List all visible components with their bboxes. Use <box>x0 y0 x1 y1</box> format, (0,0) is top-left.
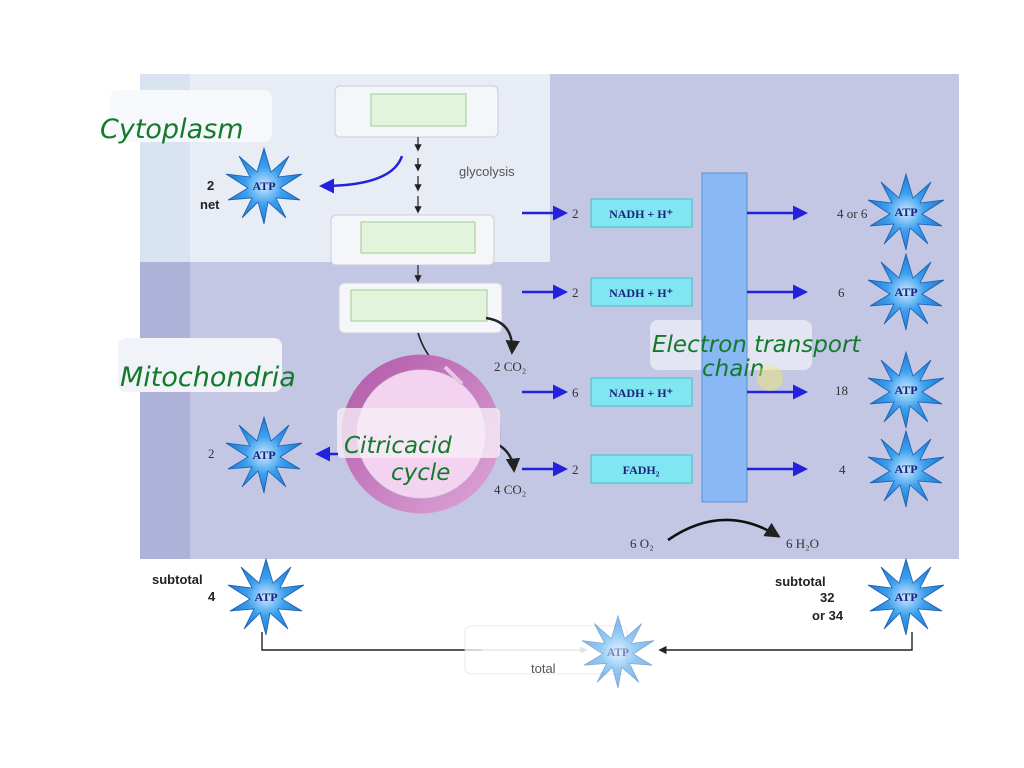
atp-star-row-3: ATP <box>867 351 945 429</box>
cursor-highlight <box>757 365 783 391</box>
atp-star-total: ATP <box>581 615 655 689</box>
net-atp-count: 2 <box>207 178 214 193</box>
atp-text: ATP <box>252 179 275 193</box>
annotation-etc-line1: Electron transport <box>652 332 861 358</box>
glycolysis-label: glycolysis <box>459 164 515 179</box>
carrier-yield: 6 <box>838 285 845 300</box>
carrier-row-3: 6 NADH + H⁺ 18 <box>522 377 848 407</box>
carrier-yield: 4 <box>839 462 846 477</box>
annotation-etc-line2: chain <box>702 356 764 382</box>
atp-text: ATP <box>254 590 277 604</box>
co2-release-arrow-1 <box>485 316 520 355</box>
annotation-citric-acid-line2: cycle <box>391 460 450 486</box>
atp-text: ATP <box>894 205 917 219</box>
pyruvate-box <box>360 221 476 254</box>
annotation-citric-acid-line1: Citricacid <box>344 433 452 459</box>
carrier-count: 2 <box>572 285 579 300</box>
carrier-label: NADH + H⁺ <box>609 386 673 400</box>
mitochondria-label-box <box>118 338 282 392</box>
cycle-molecule-box <box>337 408 500 458</box>
carrier-count: 2 <box>572 462 579 477</box>
atp-star-row-1: ATP <box>867 173 945 251</box>
carrier-box <box>590 377 693 407</box>
carrier-label: FADH₂ <box>623 463 660 477</box>
atp-star-cycle: ATP <box>225 416 303 494</box>
atp-star-row-4: ATP <box>867 430 945 508</box>
cytoplasm-label-box <box>110 90 272 142</box>
glucose-box <box>370 93 467 127</box>
atp-text: ATP <box>894 285 917 299</box>
carrier-box <box>590 277 693 307</box>
carrier-row-2: 2 NADH + H⁺ 6 <box>522 277 845 307</box>
total-label: total <box>531 661 556 676</box>
carrier-label: NADH + H⁺ <box>609 207 673 221</box>
oxygen-input: 6 O₂ <box>630 536 654 551</box>
cycle-atp-count: 2 <box>208 446 215 461</box>
carrier-count: 2 <box>572 206 579 221</box>
carrier-yield: 18 <box>835 383 848 398</box>
electron-transport-chain-bar <box>701 172 748 503</box>
mitochondria-membrane-band <box>140 262 190 559</box>
annotation-cytoplasm: Cytoplasm <box>100 114 244 145</box>
net-atp-label: net <box>200 197 220 212</box>
oxygen-to-water-arrow <box>667 518 781 542</box>
atp-text: ATP <box>607 647 629 659</box>
atp-text: ATP <box>894 383 917 397</box>
total-connector-left <box>261 632 482 651</box>
cycle-arrowhead <box>443 365 464 386</box>
water-output: 6 H₂O <box>786 536 819 551</box>
annotation-mitochondria: Mitochondria <box>120 362 296 393</box>
glycolysis-atp-arrow <box>319 155 404 194</box>
carrier-box <box>590 198 693 228</box>
atp-text: ATP <box>894 590 917 604</box>
atp-star-subtotal-right: ATP <box>867 558 945 636</box>
carrier-row-1: 2 NADH + H⁺ 4 or 6 <box>522 198 868 228</box>
atp-star-row-2: ATP <box>867 253 945 331</box>
acetyl-coa-box <box>350 289 488 322</box>
co2-first: 2 CO₂ <box>494 359 526 374</box>
atp-text: ATP <box>894 462 917 476</box>
subtotal-left-value: 4 <box>208 589 216 604</box>
carrier-count: 6 <box>572 385 579 400</box>
atp-star-net: ATP <box>225 147 303 225</box>
atp-text: ATP <box>252 448 275 462</box>
subtotal-right-label: subtotal <box>775 574 826 589</box>
co2-second: 4 CO₂ <box>494 482 526 497</box>
subtotal-left-label: subtotal <box>152 572 203 587</box>
carrier-box <box>590 454 693 484</box>
atp-star-subtotal-left: ATP <box>227 558 305 636</box>
carrier-row-4: 2 FADH₂ 4 <box>522 454 846 484</box>
carrier-label: NADH + H⁺ <box>609 286 673 300</box>
total-connector-right <box>658 632 913 655</box>
carrier-yield: 4 or 6 <box>837 206 868 221</box>
subtotal-right-value-a: 32 <box>820 590 834 605</box>
subtotal-right-value-b: or 34 <box>812 608 844 623</box>
